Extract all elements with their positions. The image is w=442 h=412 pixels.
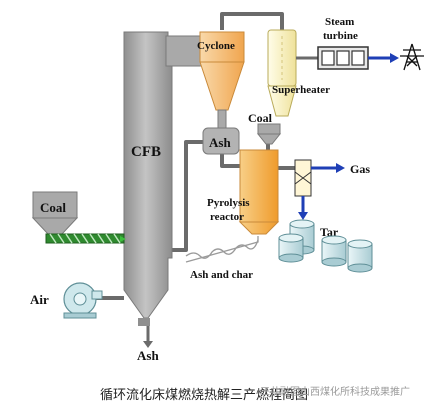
pyrolysis-label-1: Pyrolysis — [207, 197, 250, 209]
air-blower-icon — [63, 282, 103, 319]
bottom-ash-arrow — [143, 326, 153, 348]
furnace-ash-outlet — [138, 318, 150, 326]
steam-turbine-label-1: Steam — [325, 16, 354, 28]
ash-box-label: Ash — [209, 135, 231, 150]
cfb-label: CFB — [131, 144, 161, 160]
tar-tank — [347, 239, 373, 273]
figure-caption: 循环流化床煤燃烧热解三产燃程简图 — [100, 387, 308, 403]
cyclone — [199, 31, 245, 131]
coal-hopper-top — [256, 123, 282, 145]
tar-tanks — [278, 219, 373, 273]
tar-label: Tar — [320, 225, 339, 239]
cfb-furnace — [123, 31, 203, 326]
coal-screw-feeder — [45, 233, 126, 244]
steam-turbine — [296, 46, 369, 70]
pyrolysis-label-2: reactor — [210, 211, 244, 223]
tar-tank — [321, 235, 347, 267]
pyrolysis-reactor — [238, 149, 280, 235]
gas-label: Gas — [350, 162, 370, 176]
power-tower-icon — [400, 43, 424, 71]
coal-hopper-left — [31, 191, 79, 235]
steam-turbine-label-2: turbine — [323, 30, 358, 42]
furnace-outlet-duct — [165, 35, 203, 67]
cyclone-label: Cyclone — [197, 40, 235, 52]
watermark: 三井融图山西煤化所科技成果推广 — [260, 385, 410, 398]
ash-to-reactor-pipe — [220, 154, 240, 168]
cyclone-superheater-pipe — [220, 12, 284, 30]
coal-top-label: Coal — [248, 111, 273, 125]
superheater — [267, 29, 297, 117]
ash-bottom-label: Ash — [137, 348, 159, 363]
air-label: Air — [30, 292, 49, 307]
gas-tar-separator — [294, 159, 312, 197]
ash-and-char-label: Ash and char — [190, 269, 253, 281]
ash-box — [202, 127, 240, 155]
ash-char-screw — [185, 236, 259, 263]
superheater-label: Superheater — [272, 84, 330, 96]
tar-tank — [278, 233, 304, 263]
power-arrow — [368, 53, 399, 63]
gas-arrow — [311, 163, 345, 173]
coal-left-label: Coal — [40, 200, 66, 215]
ash-return-pipe — [170, 140, 204, 252]
tar-arrow — [298, 196, 308, 220]
